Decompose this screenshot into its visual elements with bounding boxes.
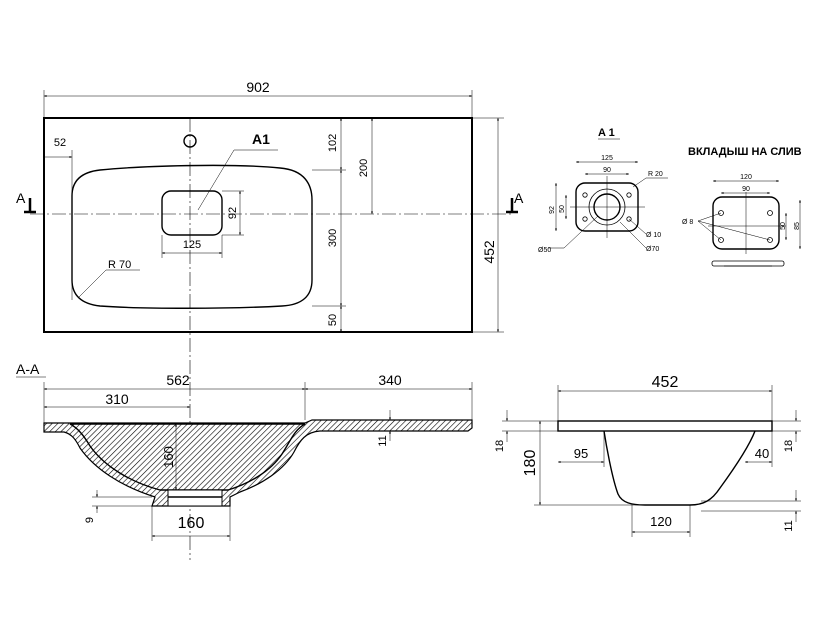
dim-top-offset: 102 <box>327 134 339 152</box>
label-detail-callout: A1 <box>252 131 270 147</box>
plan-view: 902 52 102 200 300 50 92 125 452 <box>16 79 524 560</box>
dim-left-offset: 52 <box>54 137 66 149</box>
side-section-bowl <box>603 430 756 506</box>
label-corner-radius: R 70 <box>108 259 131 271</box>
section-aa-title: A-A <box>16 361 40 377</box>
dim-overall-width: 902 <box>246 79 270 95</box>
insert-side-view <box>711 260 785 267</box>
drain-insert: ВКЛАДЫШ НА СЛИВ 120 90 50 85 Ø 8 <box>682 146 802 267</box>
insert-height-outer: 85 <box>794 222 801 230</box>
detail-a1-hole-large-label: Ø50 <box>538 247 551 254</box>
section-aa-thickness: 11 <box>377 435 389 446</box>
side-section-rim-right: 18 <box>783 440 795 452</box>
bowl-outline <box>71 164 313 309</box>
side-section-right-offset: 40 <box>755 446 769 461</box>
section-aa-body <box>43 419 473 507</box>
detail-a1-title: A 1 <box>598 127 615 139</box>
section-aa-bowl-length: 562 <box>166 372 190 388</box>
countertop-outline <box>43 117 473 333</box>
side-section-width: 452 <box>652 374 679 391</box>
side-section-bottom-width: 120 <box>650 514 672 529</box>
insert-width-inner: 90 <box>742 186 750 193</box>
section-aa-drain-offset: 9 <box>84 517 96 523</box>
dim-drain-height: 92 <box>227 207 239 219</box>
section-aa: A-A 562 340 310 160 11 160 <box>16 361 473 541</box>
dim-bowl-top: 200 <box>358 159 370 177</box>
section-mark-right: A <box>514 190 524 206</box>
dim-depth: 452 <box>481 240 497 264</box>
side-section-left-offset: 95 <box>574 446 588 461</box>
side-section-bottom-thickness: 11 <box>783 520 795 531</box>
section-aa-center-offset: 310 <box>105 391 129 407</box>
section-aa-shelf-length: 340 <box>378 372 402 388</box>
dim-drain-width: 125 <box>183 239 201 251</box>
section-aa-depth: 160 <box>161 446 176 468</box>
side-section: 452 18 180 95 40 18 11 12 <box>494 374 801 537</box>
side-section-rim-left: 18 <box>494 440 506 452</box>
detail-a1-height-outer: 92 <box>549 206 556 214</box>
dim-bottom-margin: 50 <box>327 314 339 326</box>
detail-a1-width-inner: 90 <box>603 167 611 174</box>
section-mark-left: A <box>16 190 26 206</box>
insert-hole-label: Ø 8 <box>682 219 693 226</box>
side-section-height: 180 <box>522 450 539 477</box>
detail-a1-hole-outer-label: Ø70 <box>646 246 659 253</box>
insert-width-outer: 120 <box>740 174 752 181</box>
section-aa-drain-width: 160 <box>178 515 205 532</box>
detail-a1-hole-small-label: Ø 10 <box>646 232 661 239</box>
drain-opening <box>161 190 223 236</box>
detail-a1: A 1 125 90 92 50 R 20 Ø50 Ø 10 Ø70 <box>538 127 668 254</box>
side-section-rim <box>557 420 773 432</box>
detail-a1-radius: R 20 <box>648 171 663 178</box>
section-arrow-left <box>24 198 36 214</box>
insert-screw-hole <box>718 210 724 216</box>
insert-height-inner: 50 <box>780 222 787 230</box>
detail-a1-screw-hole <box>582 192 588 198</box>
insert-title: ВКЛАДЫШ НА СЛИВ <box>688 146 802 158</box>
detail-a1-width-outer: 125 <box>601 155 613 162</box>
section-arrow-right <box>506 198 518 214</box>
detail-a1-height-inner: 50 <box>559 205 566 213</box>
dim-bowl-depth: 300 <box>327 229 339 247</box>
